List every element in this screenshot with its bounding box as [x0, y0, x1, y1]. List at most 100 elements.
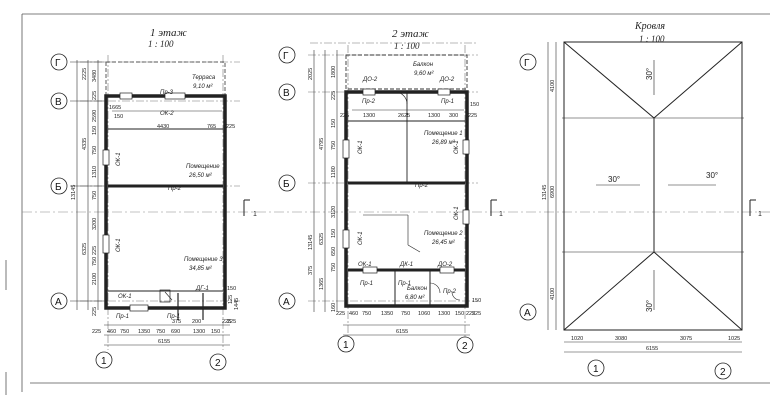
plan1-axis-v-label: В — [55, 97, 62, 108]
plan2-dim-t5: 225 — [468, 113, 477, 119]
plan2-axis-g-bubble: Г — [278, 46, 296, 64]
plan2-do2-tr-label: ДО-2 — [439, 77, 455, 83]
plan1-section-mark — [243, 199, 250, 216]
plan2-dim-b5: 1060 — [418, 311, 430, 317]
plan1-dim-b4: 750 — [156, 329, 165, 335]
plan2-dim-l7: 750 — [331, 141, 337, 150]
plan-floor-2: 2 этаж 1 : 100 — [278, 28, 503, 354]
plan2-dk1-label: ДК-1 — [399, 262, 413, 268]
plan2-left-dims: 2025 1800 225 13145 4795 150 1180 750 31… — [308, 66, 337, 312]
plan2-scale: 1 : 100 — [394, 41, 420, 51]
plan1-ok1-bottom-label: ОК-1 — [118, 294, 132, 300]
plan1-dim-lines — [70, 60, 230, 346]
plan2-windows — [342, 88, 470, 274]
plan1-dim-l8: 13145 — [71, 185, 77, 200]
plan1-axis-v-bubble: В — [50, 92, 68, 110]
sheet-frame — [5, 13, 770, 395]
roof-slope-right: 30° — [706, 171, 718, 180]
plan1-dim-b5: 690 — [171, 329, 180, 335]
roof-axis-1-bubble: 1 — [587, 359, 605, 377]
plan2-dim-l13: 750 — [331, 263, 337, 272]
plan1-dim-l2: 225 — [92, 91, 98, 100]
plan1-room2-area: 34,85 м² — [189, 266, 213, 272]
plan2-ok1-d-label: ОК-1 — [454, 206, 460, 220]
plan2-axis-a-label: А — [283, 297, 290, 308]
plan1-ok2-label: ОК-2 — [160, 111, 174, 117]
plan1-dim-b9: 150 — [211, 329, 220, 335]
plan2-dim-r1: 150 — [472, 298, 481, 304]
plan1-dim-t2: 765 — [207, 124, 216, 130]
plan1-room2-label: Помещение 3 — [184, 257, 223, 263]
roof-scale: 1 : 100 — [639, 34, 665, 44]
roof-axis-a-label: А — [524, 308, 531, 319]
plan2-pr2-tl-label: Пр-2 — [362, 99, 376, 105]
plan2-balcony-top-area: 9,60 м² — [414, 71, 434, 77]
plan2-axis-g-label: Г — [283, 51, 289, 62]
plan1-axis-1-label: 1 — [101, 356, 107, 367]
roof-dim-l1: 13145 — [542, 185, 548, 200]
plan2-bottom-dims: 225 460 750 1350 750 1060 1300 150 225 6… — [336, 311, 475, 335]
plan1-dim-l9: 750 — [92, 191, 98, 200]
roof-dim-lines — [547, 42, 742, 353]
plan1-dim-l12: 6325 — [82, 243, 88, 255]
plan1-terrace-area: 9,10 м² — [193, 84, 213, 90]
plan1-axis-2-label: 2 — [215, 358, 221, 369]
plan1-dim-l13: 2100 — [92, 273, 98, 285]
plan1-windows — [102, 92, 186, 312]
plan1-dim-l14: 750 — [92, 257, 98, 266]
roof-slope-left: 30° — [608, 175, 620, 184]
plan2-dim-b8: 225 — [466, 311, 475, 317]
plan-roof: Кровля 1 : 100 30° 30° 30° 30° 4 — [519, 21, 762, 380]
plan2-dim-b6: 1300 — [438, 311, 450, 317]
plan1-axis-b-label: Б — [55, 182, 62, 193]
plan2-axis-1-label: 1 — [343, 340, 349, 351]
plan1-pr3-label: Пр-3 — [160, 90, 174, 96]
plan1-top-dims: 1665 4430 765 150 225 — [109, 105, 235, 130]
roof-title: Кровля — [634, 21, 665, 32]
roof-dim-b4: 6155 — [646, 346, 658, 352]
plan1-axis-g-bubble: Г — [50, 53, 68, 71]
plan1-pr2-label: Пр-2 — [168, 186, 182, 192]
plan1-left-dims: 2225 3480 225 2590 150 4335 750 1310 131… — [71, 68, 98, 316]
plan1-axis-1-bubble: 1 — [95, 351, 113, 369]
plan1-dim-l4: 150 — [92, 126, 98, 135]
plan1-dim-l7: 1310 — [92, 166, 98, 178]
plan2-dim-l11: 375 — [308, 266, 314, 275]
plan2-dim-b1: 460 — [349, 311, 358, 317]
plan2-dim-l2: 225 — [331, 91, 337, 100]
plan1-dim-r0: 150 — [227, 286, 236, 292]
plan2-walls — [344, 90, 469, 308]
roof-axis-2-bubble: 2 — [714, 362, 732, 380]
plan1-dim-l11: 225 — [92, 246, 98, 255]
plan1-dim-r3: 225 — [227, 319, 236, 325]
plan2-axis-b-bubble: Б — [278, 174, 296, 192]
plan1-bottom-dims: 225 460 750 1350 750 690 375 200 1300 15… — [92, 319, 231, 345]
plan2-section-label: 1 — [499, 211, 503, 218]
plan2-top-balcony — [345, 54, 468, 90]
plan1-section-label: 1 — [253, 211, 257, 218]
roof-dim-l3: 4100 — [550, 288, 556, 300]
plan1-axis-2-bubble: 2 — [209, 353, 227, 371]
plan2-room2-area: 26,45 м² — [431, 240, 456, 246]
plan2-pr1-tr-label: Пр-1 — [441, 99, 454, 105]
plan2-dim-r0: 150 — [470, 102, 479, 108]
plan2-door-swings — [394, 91, 461, 301]
plan2-dim-b3: 1350 — [381, 311, 393, 317]
plan1-dim-l6: 750 — [92, 146, 98, 155]
plan2-dim-t1: 1300 — [363, 113, 375, 119]
plan1-door-swing — [164, 291, 173, 301]
plan2-dim-l5: 150 — [331, 119, 337, 128]
roof-dim-b1: 3080 — [615, 336, 627, 342]
plan2-axis-2-label: 2 — [462, 341, 468, 352]
plan1-dim-l15: 225 — [92, 307, 98, 316]
plan1-dim-t4: 225 — [226, 124, 235, 130]
roof-dim-b3: 1025 — [728, 336, 740, 342]
plan1-scale: 1 : 100 — [148, 39, 174, 49]
plan2-dim-l10: 6325 — [319, 233, 325, 245]
plan1-dim-b11: 6155 — [158, 339, 170, 345]
plan1-terrace-label: Терраса — [192, 75, 216, 81]
plan1-room1-label: Помещение — [186, 164, 220, 170]
roof-dim-b0: 1020 — [571, 336, 583, 342]
plan2-balcony-bottom-area: 6,80 м² — [405, 295, 425, 301]
plan2-top-dims: 225 1300 2625 1300 300 225 — [340, 113, 477, 119]
